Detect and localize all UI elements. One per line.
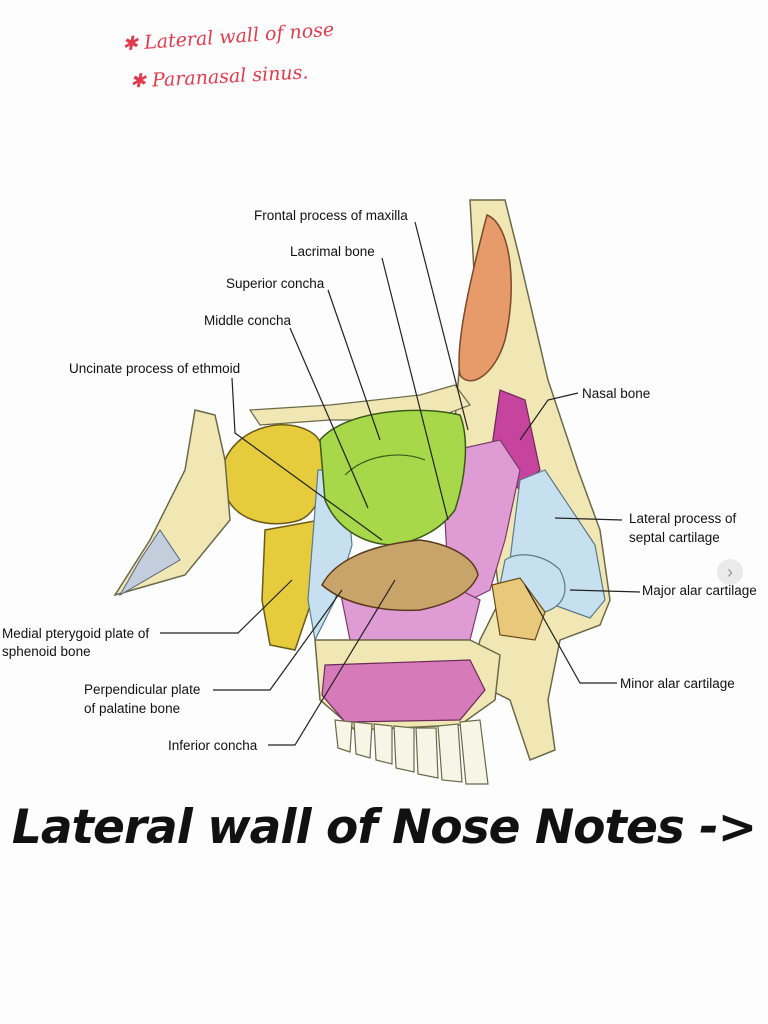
label-medial-pterygoid-1: Medial pterygoid plate of: [2, 626, 150, 641]
label-inferior-concha: Inferior concha: [168, 738, 258, 753]
minor-alar-cartilage: [491, 577, 546, 641]
label-frontal-process-maxilla: Frontal process of maxilla: [254, 208, 408, 223]
inferior-concha: [321, 539, 479, 612]
label-perpendicular-plate-1: Perpendicular plate: [84, 682, 201, 697]
label-major-alar-cartilage: Major alar cartilage: [642, 583, 757, 598]
frontal-sinus: [458, 213, 512, 382]
leader-lines: [160, 221, 641, 746]
caption-title: Lateral wall of Nose Notes ->: [11, 800, 757, 855]
sphenoid-body: [224, 424, 327, 525]
label-lateral-process-2: septal cartilage: [629, 530, 720, 545]
label-middle-concha: Middle concha: [204, 313, 292, 328]
label-perpendicular-plate-2: of palatine bone: [84, 701, 181, 716]
chevron-right-icon[interactable]: ›: [717, 559, 743, 585]
teeth: [334, 719, 489, 785]
label-minor-alar-cartilage: Minor alar cartilage: [620, 676, 735, 691]
label-lacrimal-bone: Lacrimal bone: [290, 244, 375, 259]
label-lateral-process-1: Lateral process of: [629, 511, 737, 526]
sphenoid-frame: [113, 409, 231, 597]
label-medial-pterygoid-2: sphenoid bone: [2, 644, 91, 659]
label-superior-concha: Superior concha: [226, 276, 325, 291]
pterygoid-lamina: [118, 529, 181, 597]
label-uncinate-process: Uncinate process of ethmoid: [69, 361, 241, 376]
tongue-pink: [321, 659, 486, 723]
superior-middle-concha: [319, 409, 467, 546]
label-nasal-bone: Nasal bone: [582, 386, 651, 401]
